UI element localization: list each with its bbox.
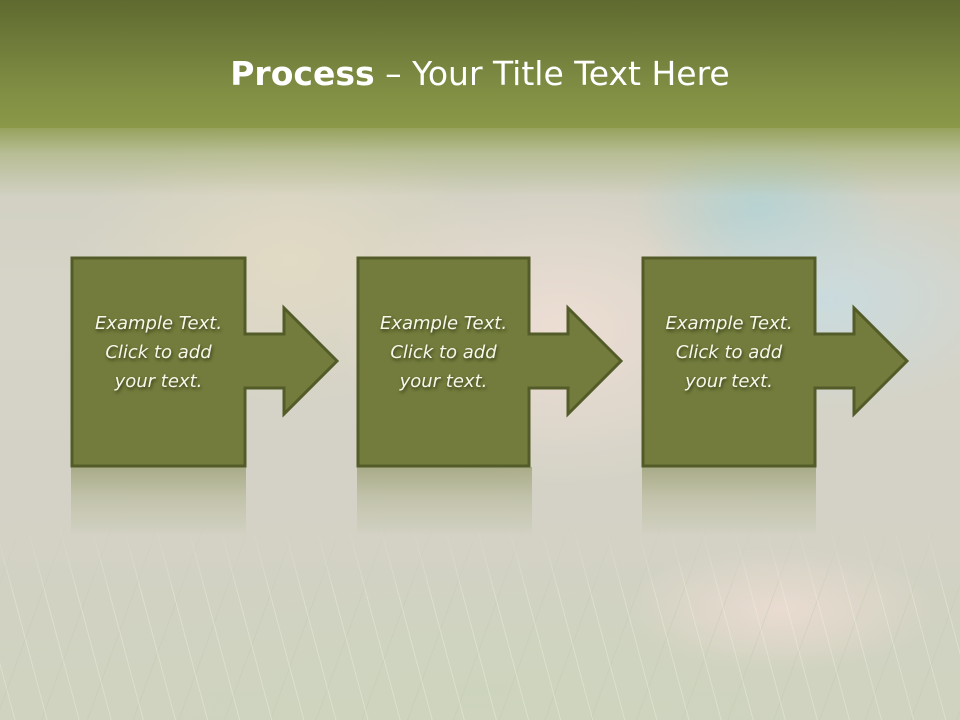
step-text[interactable]: Example Text. Click to add your text. bbox=[357, 309, 530, 396]
step-text-line-1: Example Text. bbox=[379, 313, 508, 334]
process-step-2[interactable]: Example Text. Click to add your text. bbox=[356, 256, 627, 537]
title-rest: – Your Title Text Here bbox=[374, 54, 730, 93]
step-text[interactable]: Example Text. Click to add your text. bbox=[642, 309, 816, 396]
step-text-line-3: your text. bbox=[114, 371, 203, 392]
step-reflection bbox=[642, 467, 816, 537]
arrow-box-shape bbox=[356, 256, 624, 468]
step-text-line-3: your text. bbox=[685, 371, 773, 392]
step-text-line-1: Example Text. bbox=[94, 313, 223, 334]
step-text-line-2: Click to add bbox=[675, 342, 783, 363]
step-text-line-3: your text. bbox=[399, 371, 488, 392]
title-bar bbox=[0, 0, 960, 128]
title-strong: Process bbox=[230, 54, 375, 93]
title-bar-fade bbox=[0, 126, 960, 196]
step-text-line-2: Click to add bbox=[390, 342, 497, 363]
background-grass bbox=[0, 520, 960, 720]
arrow-box-shape bbox=[70, 256, 340, 468]
step-text[interactable]: Example Text. Click to add your text. bbox=[71, 309, 246, 396]
process-step-1[interactable]: Example Text. Click to add your text. bbox=[70, 256, 341, 537]
slide-title[interactable]: Process – Your Title Text Here bbox=[0, 52, 960, 96]
step-text-line-2: Click to add bbox=[105, 342, 212, 363]
step-reflection bbox=[71, 467, 246, 537]
process-step-3[interactable]: Example Text. Click to add your text. bbox=[641, 256, 912, 537]
arrow-box-shape bbox=[641, 256, 910, 468]
step-text-line-1: Example Text. bbox=[665, 313, 793, 334]
step-reflection bbox=[357, 467, 532, 537]
